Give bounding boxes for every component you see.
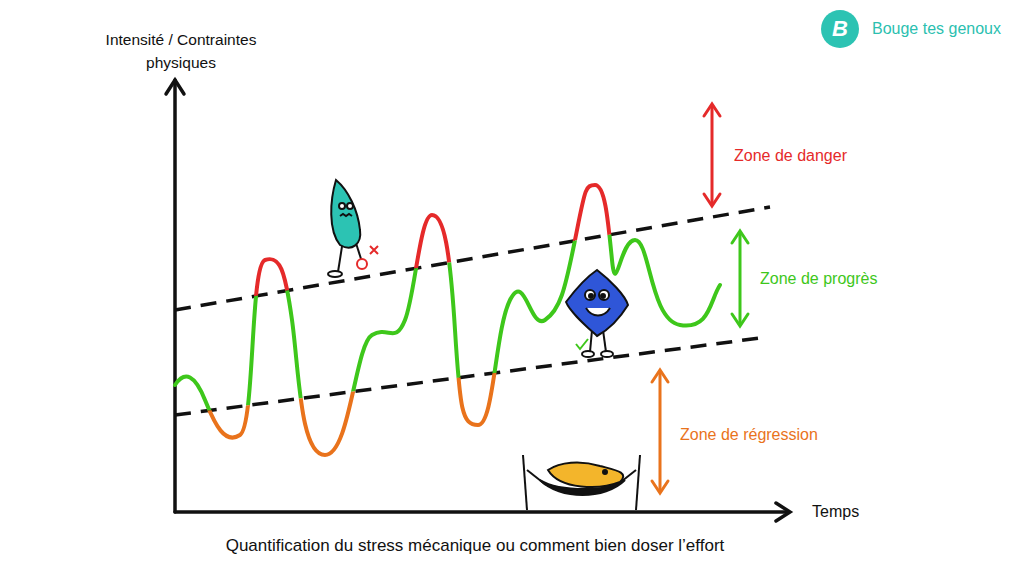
zone-label: Zone de danger bbox=[734, 146, 847, 165]
teal-character bbox=[328, 180, 378, 277]
logo-badge bbox=[821, 10, 859, 48]
zone-label: Zone de régression bbox=[680, 425, 818, 444]
caption: Quantification du stress mécanique ou co… bbox=[226, 536, 725, 556]
logo-letter: B bbox=[829, 16, 851, 42]
y-axis-label: Intensité / Contraintes physiques bbox=[97, 28, 265, 75]
hammock-character bbox=[523, 455, 640, 510]
x-axis-label: Temps bbox=[812, 502, 859, 521]
zone-label: Zone de progrès bbox=[760, 269, 877, 288]
blue-character bbox=[566, 270, 628, 357]
brand-name: Bouge tes genoux bbox=[872, 19, 1001, 38]
axes bbox=[166, 80, 790, 521]
zone-boundaries bbox=[175, 207, 770, 415]
intensity-wave bbox=[175, 185, 720, 455]
